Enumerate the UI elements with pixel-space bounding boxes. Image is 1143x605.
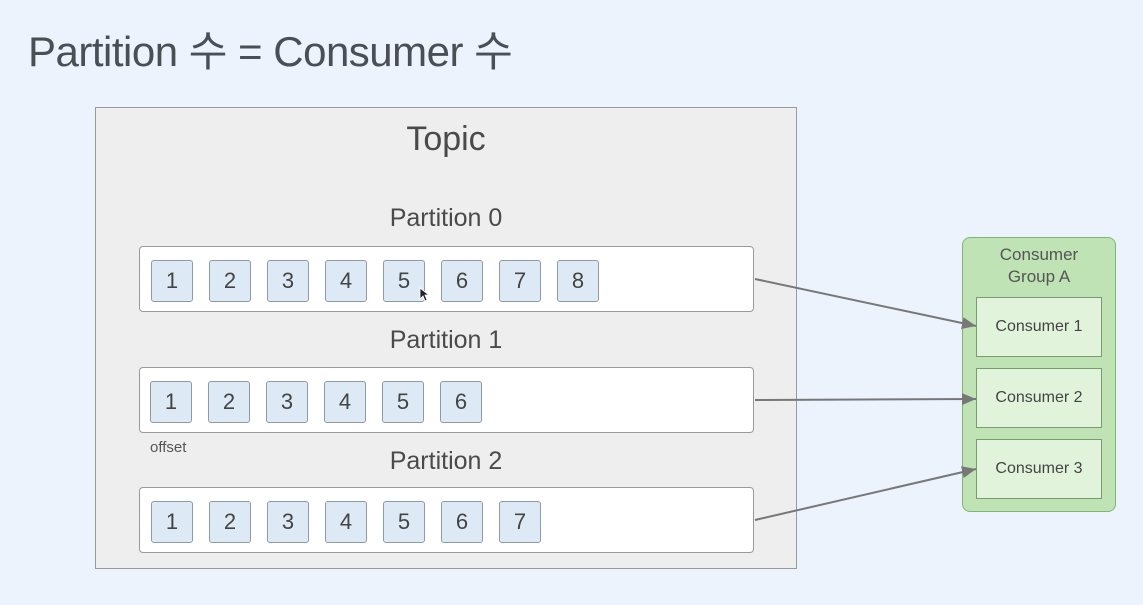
offset-cell: 3 [267,260,309,302]
offset-cell: 6 [441,501,483,543]
offset-cell: 8 [557,260,599,302]
offset-cell: 2 [209,501,251,543]
offset-cell: 4 [324,381,366,423]
offset-label: offset [150,439,187,456]
partition-2-label: Partition 2 [389,447,503,475]
topic-label: Topic [406,120,486,158]
offset-cell: 6 [441,260,483,302]
offset-cell: 1 [151,501,193,543]
offset-cell: 3 [267,501,309,543]
consumer-3-box: Consumer 3 [976,439,1102,499]
offset-cell: 5 [383,501,425,543]
consumer-1-box: Consumer 1 [976,297,1102,357]
partition-0-row: 1 2 3 4 5 6 7 8 [139,246,754,312]
offset-cell: 7 [499,260,541,302]
offset-cell: 6 [440,381,482,423]
offset-cell: 4 [325,501,367,543]
mouse-cursor-icon [419,287,431,302]
consumer-group-label: Consumer Group A [962,244,1116,288]
partition-1-label: Partition 1 [389,326,503,354]
consumer-group-label-line2: Group A [1007,267,1071,286]
consumer-group-label-line1: Consumer [999,245,1079,264]
partition-2-row: 1 2 3 4 5 6 7 [139,487,754,553]
partition-0-label: Partition 0 [389,204,503,232]
partition-1-row: 1 2 3 4 5 6 [139,367,754,433]
arrow-partition-0-to-consumer-1 [754,278,977,329]
arrow-partition-1-to-consumer-2 [754,393,977,406]
offset-cell: 5 [383,260,425,302]
offset-cell: 1 [151,260,193,302]
offset-cell: 2 [208,381,250,423]
offset-cell: 5 [382,381,424,423]
page-title: Partition 수 = Consumer 수 [28,28,513,75]
offset-cell: 4 [325,260,367,302]
arrow-partition-2-to-consumer-3 [754,466,977,521]
offset-cell: 1 [150,381,192,423]
consumer-2-box: Consumer 2 [976,368,1102,428]
offset-cell: 7 [499,501,541,543]
offset-cell: 2 [209,260,251,302]
offset-cell: 3 [266,381,308,423]
